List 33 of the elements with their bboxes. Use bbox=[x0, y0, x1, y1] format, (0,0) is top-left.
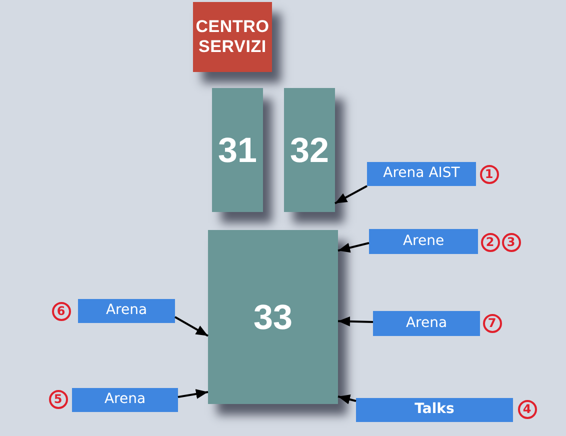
callout-number: 3 bbox=[502, 232, 520, 252]
label-text: Arena AIST bbox=[383, 166, 460, 182]
block-title: CENTRO SERVIZI bbox=[194, 16, 270, 58]
arrow bbox=[178, 389, 208, 399]
label-tag bbox=[367, 162, 476, 186]
label-tag bbox=[369, 229, 478, 254]
label-tag bbox=[78, 299, 175, 323]
callout-number: 1 bbox=[480, 164, 498, 184]
hall-number: 31 bbox=[218, 132, 257, 168]
callout-number: 4 bbox=[518, 400, 536, 418]
label-tag bbox=[356, 398, 513, 422]
label-text: Arene bbox=[402, 234, 444, 250]
service-block bbox=[193, 2, 272, 72]
callout-number: 6 bbox=[52, 302, 70, 320]
label-tag bbox=[72, 388, 178, 412]
arrow bbox=[174, 316, 208, 337]
hall-number: 33 bbox=[254, 300, 292, 334]
hall-number: 32 bbox=[290, 132, 329, 168]
label-text: Talks bbox=[414, 402, 454, 418]
arrow bbox=[338, 242, 370, 253]
arrow bbox=[334, 185, 368, 204]
callout-number: 7 bbox=[482, 314, 502, 332]
hall-block bbox=[208, 230, 338, 404]
label-text: Arena bbox=[104, 392, 146, 408]
hall-block bbox=[212, 88, 263, 212]
label-tag bbox=[373, 311, 480, 336]
callout-number: 5 bbox=[48, 390, 68, 408]
arrow bbox=[338, 316, 374, 326]
arrow bbox=[338, 394, 356, 404]
label-text: Arena bbox=[406, 316, 448, 332]
label-text: Arena bbox=[106, 303, 148, 319]
callout-number: 2 bbox=[480, 232, 500, 252]
hall-block bbox=[284, 88, 335, 212]
